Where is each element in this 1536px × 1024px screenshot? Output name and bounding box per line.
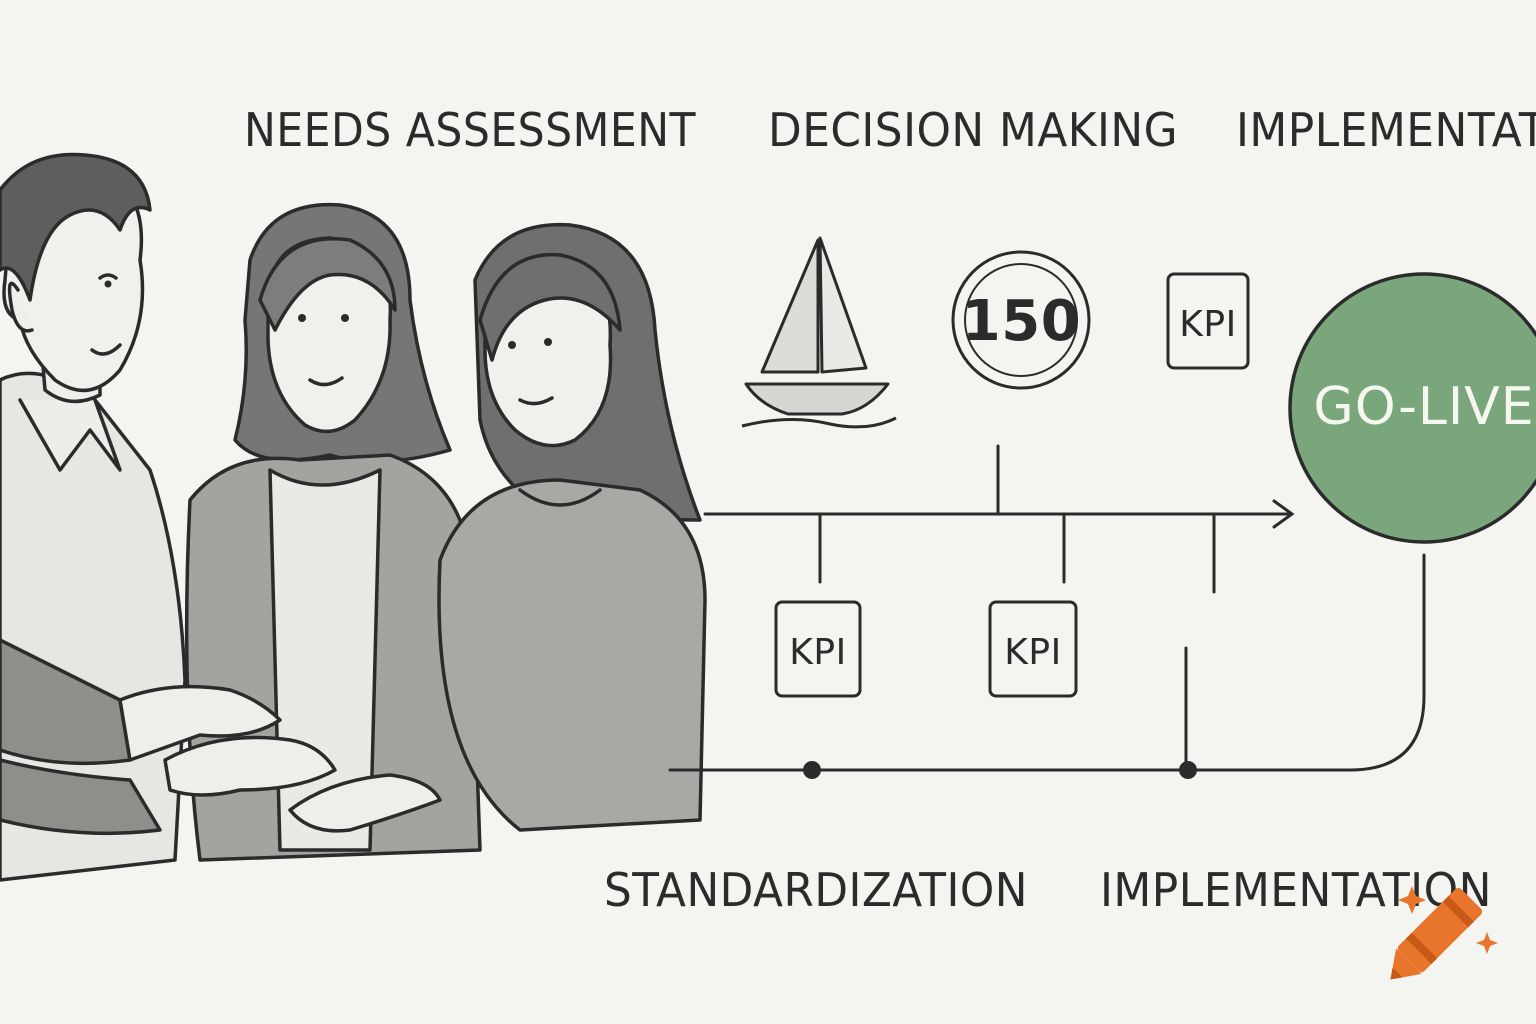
lower-timeline-line	[668, 553, 1426, 772]
stage-decision-making: DECISION MAKING	[768, 103, 1178, 157]
stage-implementation-top: IMPLEMENTATION	[1236, 103, 1536, 157]
kpi-box-bottom-2: KPI	[988, 600, 1078, 698]
kpi-top-label: KPI	[1179, 304, 1236, 345]
stage-implementation-bottom: IMPLEMENTATION	[1100, 863, 1492, 917]
go-live-label: GO-LIVE	[1313, 377, 1534, 437]
stage-needs-assessment: NEEDS ASSESSMENT	[244, 103, 696, 157]
go-live-milestone: GO-LIVE	[1288, 272, 1536, 544]
number-badge: 150	[951, 250, 1091, 390]
timeline-node-1	[803, 761, 821, 779]
timeline-connectors	[668, 444, 1426, 772]
people-collaborating-illustration	[0, 152, 707, 882]
kpi-box-bottom-1: KPI	[774, 600, 862, 698]
crayon-logo-icon	[1390, 886, 1498, 980]
kpi-box-top: KPI	[1166, 272, 1250, 370]
kpi-bottom-1-label: KPI	[789, 632, 846, 673]
stage-standardization: STANDARDIZATION	[604, 863, 1028, 917]
kpi-bottom-2-label: KPI	[1004, 632, 1061, 673]
sailboat-icon	[741, 236, 897, 429]
upper-timeline-arrowhead	[1272, 499, 1295, 529]
number-badge-label: 150	[962, 289, 1080, 354]
timeline-node-2	[1179, 761, 1197, 779]
